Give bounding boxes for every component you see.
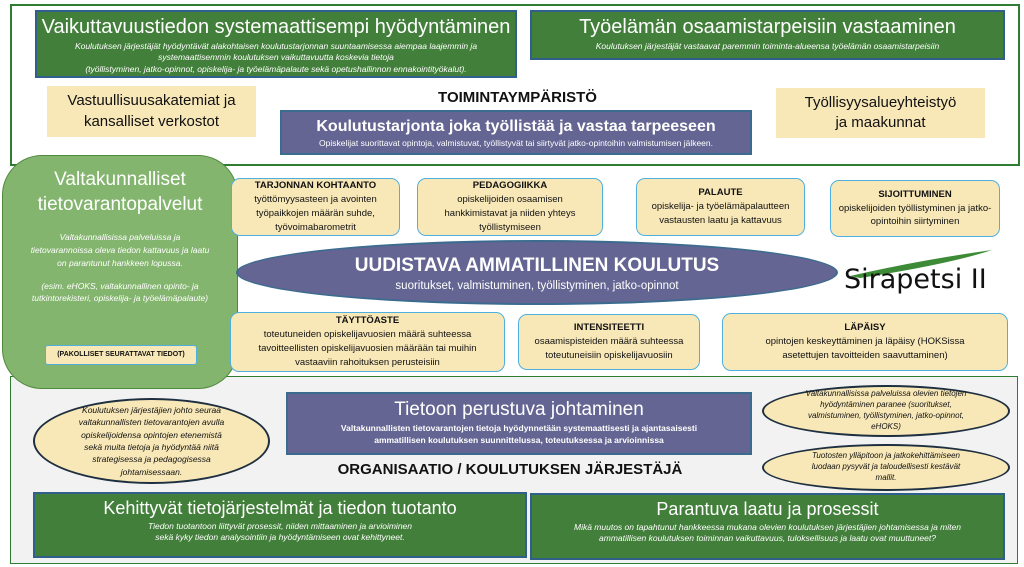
leadership-oval: Koulutuksen järjestäjien johto seuraa va… xyxy=(33,398,270,484)
svg-text:Sirapetsi II: Sirapetsi II xyxy=(844,264,987,295)
impact-text: (työllistyminen, jatko-opinnot, opiskeli… xyxy=(85,63,467,74)
utilisation-oval: Valtakunnallisissa palveluissa olevien t… xyxy=(762,385,1010,437)
sirapetsi-logo: Sirapetsi II xyxy=(840,246,1000,296)
offering-text: Opiskelijat suorittavat opintoja, valmis… xyxy=(319,138,713,148)
worklife-text: Koulutuksen järjestäjät vastaavat paremm… xyxy=(595,41,940,51)
right-partner-box: Työllisyysalueyhteistyö ja maakunnat xyxy=(776,88,985,138)
card-supply-matching: TARJONNAN KOHTAANTO työttömyysasteen ja a… xyxy=(231,178,400,236)
systems-title: Kehittyvät tietojärjestelmät ja tiedon t… xyxy=(103,498,457,518)
impact-title: Vaikuttavuustiedon systemaattisempi hyöd… xyxy=(41,16,511,38)
card-text: osaamispisteiden määrä suhteessa toteutu… xyxy=(534,336,684,361)
center-text: suoritukset, valmistuminen, työllistymin… xyxy=(395,280,679,292)
card-text: työttömyysasteen ja avointen työpaikkoje… xyxy=(254,194,377,233)
card-title: LÄPÄISY xyxy=(844,322,886,334)
worklife-box: Työelämän osaamistarpeisiin vastaaminen … xyxy=(530,10,1005,60)
national-title: Valtakunnalliset tietovarantopalvelut xyxy=(37,169,203,215)
card-text: toteutuneiden opiskelijavuosien määrä su… xyxy=(258,329,477,368)
environment-frame xyxy=(10,4,1020,166)
left-partner-box: Vastuullisuusakatemiat ja kansalliset ve… xyxy=(47,86,256,137)
card-throughput: LÄPÄISY opintojen keskeyttäminen ja läpäi… xyxy=(722,313,1008,371)
systems-text: sekä kyky tiedon analysointiin ja hyödyn… xyxy=(155,532,405,543)
card-text: opintojen keskeyttäminen ja läpäisy (HOK… xyxy=(765,336,965,361)
national-services-panel: Valtakunnalliset tietovarantopalvelut Va… xyxy=(2,155,238,389)
card-text: opiskelijoiden työllistyminen ja jatko-o… xyxy=(838,202,992,228)
mandatory-data-button[interactable]: (PAKOLLISET SEURATTAVAT TIEDOT) xyxy=(45,345,197,365)
quality-title: Parantuva laatu ja prosessit xyxy=(656,499,879,519)
leadership-title: Tietoon perustuva johtaminen xyxy=(394,399,644,420)
logo-swoosh-icon: Sirapetsi II xyxy=(844,250,992,295)
leadership-box: Tietoon perustuva johtaminen Valtakunnal… xyxy=(286,392,752,455)
card-placement: SIJOITTUMINEN opiskelijoiden työllistymin… xyxy=(830,180,1000,237)
national-examples: (esim. eHOKS, valtakunnallinen opinto- j… xyxy=(31,280,209,304)
national-text: Valtakunnallisissa palveluissa ja tietov… xyxy=(30,232,210,268)
center-title: UUDISTAVA AMMATILLINEN KOULUTUS xyxy=(354,255,720,276)
organisation-heading: ORGANISAATIO / KOULUTUKSEN JÄRJESTÄJÄ xyxy=(337,461,683,478)
card-title: INTENSITEETTI xyxy=(573,322,645,334)
quality-text: ammatillisen koulutuksen toiminnan vaiku… xyxy=(599,533,936,544)
card-title: PALAUTE xyxy=(698,187,743,199)
card-feedback: PALAUTE opiskelija- ja työelämäpalautteen… xyxy=(636,178,805,236)
offering-title: Koulutustarjonta joka työllistää ja vast… xyxy=(316,118,716,135)
card-title: PEDAGOGIIKKA xyxy=(472,180,548,192)
offering-box: Koulutustarjonta joka työllistää ja vast… xyxy=(280,110,752,155)
impact-box: Vaikuttavuustiedon systemaattisempi hyöd… xyxy=(35,10,517,78)
card-title: TARJONNAN KOHTAANTO xyxy=(254,180,377,192)
card-fill-rate: TÄYTTÖASTE toteutuneiden opiskelijavuosie… xyxy=(230,312,505,372)
card-pedagogy: PEDAGOGIIKKA opiskelijoiden osaamisen han… xyxy=(417,178,603,236)
card-text: opiskelijoiden osaamisen hankkimistavat … xyxy=(444,194,576,233)
impact-text: Koulutuksen järjestäjät hyödyntävät alak… xyxy=(74,41,478,51)
sustainability-oval: Tuotosten ylläpitoon ja jatkokehittämise… xyxy=(762,444,1010,491)
card-title: SIJOITTUMINEN xyxy=(878,188,952,200)
center-ellipse: UUDISTAVA AMMATILLINEN KOULUTUS suorituk… xyxy=(236,240,838,305)
systems-box: Kehittyvät tietojärjestelmät ja tiedon t… xyxy=(33,492,527,558)
quality-box: Parantuva laatu ja prosessit Mikä muutos… xyxy=(530,493,1005,560)
worklife-title: Työelämän osaamistarpeisiin vastaaminen xyxy=(579,16,956,38)
card-intensity: INTENSITEETTI osaamispisteiden määrä suht… xyxy=(518,314,700,370)
impact-text: systemaattisemmin koulutuksen vaikuttavu… xyxy=(158,52,394,63)
leadership-text: Valtakunnallisten tietovarantojen tietoj… xyxy=(340,423,698,445)
quality-text: Mikä muutos on tapahtunut hankkeessa muk… xyxy=(574,522,961,532)
card-title: TÄYTTÖASTE xyxy=(335,315,400,327)
environment-heading: TOIMINTAYMPÄRISTÖ xyxy=(438,89,597,106)
card-text: opiskelija- ja työelämäpalautteen vastau… xyxy=(651,201,790,226)
systems-text: Tiedon tuotantoon liittyvät prosessit, n… xyxy=(147,521,413,531)
